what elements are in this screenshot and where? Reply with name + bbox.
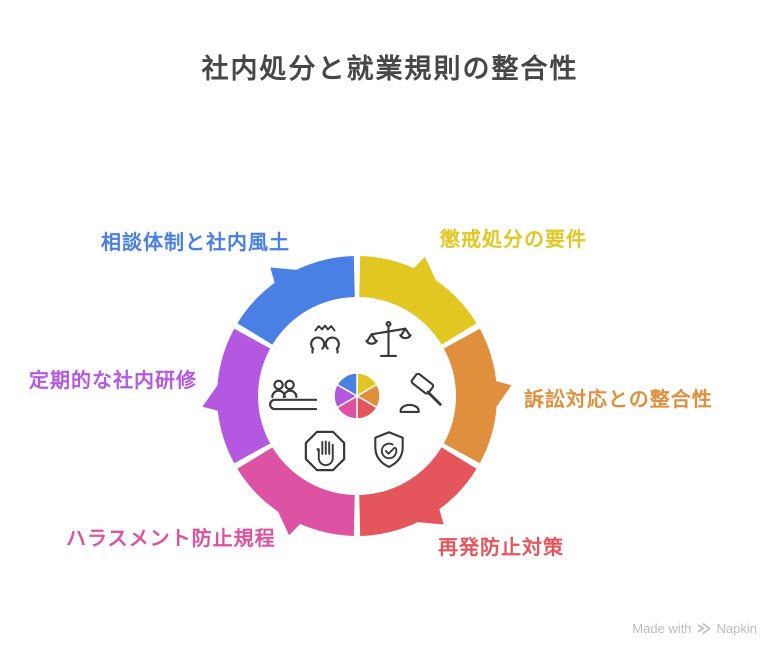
shield-check-icon xyxy=(374,431,404,468)
ring-segment-soudan xyxy=(237,256,355,345)
stop-hand-icon xyxy=(304,430,346,472)
ring-segment-choukai xyxy=(359,256,477,345)
page-title: 社内処分と就業規則の整合性 xyxy=(201,54,579,84)
scales-icon xyxy=(365,320,412,358)
segment-label-harasumento: ハラスメント防止規程 xyxy=(66,528,276,550)
segment-label-soudan: 相談体制と社内風土 xyxy=(101,232,290,254)
gavel-icon xyxy=(399,373,442,414)
napkin-watermark[interactable]: Made with Napkin xyxy=(632,621,757,636)
center-pie-wedge-soudan xyxy=(336,372,358,398)
segment-pointer-saihatsu xyxy=(411,506,444,525)
segment-label-kenshuu: 定期的な社内研修 xyxy=(29,370,197,392)
segment-pointer-soudan xyxy=(270,267,303,286)
ring-segment-kenshuu xyxy=(217,328,271,464)
segment-pointer-choukai xyxy=(411,256,439,286)
training-desk-icon xyxy=(269,379,318,411)
watermark-prefix: Made with xyxy=(632,621,692,636)
segment-pointer-kenshuu xyxy=(202,380,221,412)
segment-pointer-harasumento xyxy=(275,506,303,536)
ring-segment-harasumento xyxy=(237,447,355,536)
cycle-ring xyxy=(202,256,512,536)
napkin-logo-icon xyxy=(697,623,710,634)
ring-segment-saihatsu xyxy=(359,447,477,536)
segment-label-soshou: 訴訟対応との整合性 xyxy=(524,389,713,411)
segment-label-choukai: 懲戒処分の要件 xyxy=(440,229,587,251)
ring-segment-soshou xyxy=(443,328,497,464)
segment-label-saihatsu: 再発防止対策 xyxy=(438,537,564,559)
segment-pointer-soshou xyxy=(493,380,512,412)
watermark-brand: Napkin xyxy=(716,621,757,636)
people-gear-icon xyxy=(310,324,340,354)
